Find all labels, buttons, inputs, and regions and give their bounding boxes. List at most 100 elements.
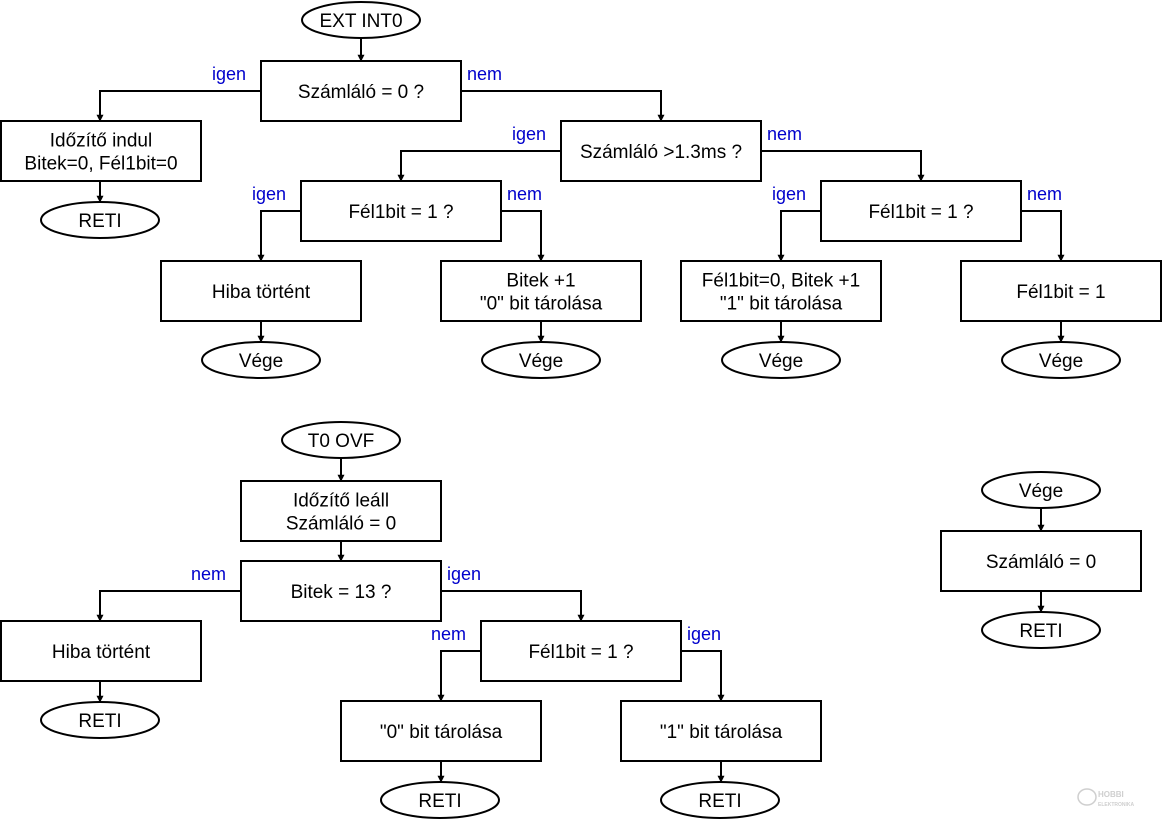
reti-4: RETI [660,781,780,819]
decision-box [820,180,1022,242]
store-one-process-1: Fél1bit=0, Bitek +1"1" bit tárolása [680,260,882,322]
edge-counter-gt-decision-to-halfbit-left-decision: igen [397,124,561,182]
node-label: Vége [239,351,283,372]
node-label: "1" bit tárolása [660,722,783,743]
ext-int0-start: EXT INT0 [301,1,421,39]
process-box [340,700,542,762]
node-label: Időzítő leáll [293,491,389,512]
store-zero-process-1: Bitek +1"0" bit tárolása [440,260,642,322]
node-label: Fél1bit = 1 ? [868,202,973,223]
terminal-ellipse [481,341,601,379]
decision-box [560,120,762,182]
edge-bits-13-decision-to-error-process-2: nem [96,564,241,622]
store-one-process-2: "1" bit tárolása [620,700,822,762]
node-label: Vége [1019,481,1063,502]
node-label: Fél1bit = 1 ? [528,642,633,663]
decision-box [480,620,682,682]
halfbit-left-decision: Fél1bit = 1 ? [300,180,502,242]
edge-halfbit-bottom-decision-to-store-one-process-2: igen [681,624,725,702]
node-label: Vége [519,351,563,372]
connector-arrow [761,150,925,182]
terminal-ellipse [201,341,321,379]
terminal-ellipse [981,611,1101,649]
terminal-ellipse [721,341,841,379]
process-box [160,260,362,322]
node-label: "0" bit tárolása [480,294,603,315]
process-box [0,120,202,182]
vege-start: Vége [981,471,1101,509]
edge-counter-zero-decision-to-counter-gt-decision: nem [461,64,665,122]
process-box [680,260,882,322]
counter-zero-decision: Számláló = 0 ? [260,60,462,122]
node-label: Fél1bit = 1 ? [348,202,453,223]
edge-halfbit-left-decision-to-store-zero-process-1: nem [501,184,545,262]
bits-13-decision: Bitek = 13 ? [240,560,442,622]
reti-2: RETI [40,701,160,739]
node-label: Bitek +1 [506,271,575,292]
error-process-2: Hiba történt [0,620,202,682]
halfbit-right-decision: Fél1bit = 1 ? [820,180,1022,242]
edge-label-igen: igen [512,124,546,144]
edge-label-nem: nem [467,64,502,84]
process-box [960,260,1162,322]
connector-arrow [437,650,481,702]
node-label: "0" bit tárolása [380,722,503,743]
node-label: RETI [78,711,121,732]
edge-label-igen: igen [772,184,806,204]
node-label: EXT INT0 [319,11,402,32]
reti-3: RETI [380,781,500,819]
edge-halfbit-bottom-decision-to-store-zero-process-2: nem [431,624,481,702]
process-box [0,620,202,682]
end-3: Vége [721,341,841,379]
end-2: Vége [481,341,601,379]
edge-label-igen: igen [212,64,246,84]
node-label: Bitek = 13 ? [291,582,392,603]
counter-reset-process: Számláló = 0 [940,530,1142,592]
end-4: Vége [1001,341,1121,379]
node-label: RETI [78,211,121,232]
end-1: Vége [201,341,321,379]
node-label: RETI [698,791,741,812]
terminal-ellipse [40,201,160,239]
node-label: Hiba történt [212,282,311,303]
node-label: Számláló = 0 [986,552,1096,573]
process-box [940,530,1142,592]
edge-halfbit-left-decision-to-error-process-1: igen [252,184,301,262]
process-box [620,700,822,762]
node-label: "1" bit tárolása [720,294,843,315]
decision-box [300,180,502,242]
node-label: Fél1bit = 1 [1016,282,1105,303]
node-label: Fél1bit=0, Bitek +1 [702,271,860,292]
connector-arrow [461,90,665,122]
connector-arrow [96,90,261,122]
process-box [440,260,642,322]
t0-ovf-start: T0 OVF [281,421,401,459]
reti-1: RETI [40,201,160,239]
terminal-ellipse [380,781,500,819]
connector-arrow [397,150,561,182]
edge-halfbit-right-decision-to-store-one-process-1: igen [772,184,821,262]
edge-counter-zero-decision-to-timer-start-process: igen [96,64,261,122]
node-label: Vége [759,351,803,372]
node-label: RETI [1019,621,1062,642]
watermark-logo: HOBBI ELEKTRONIKA [1077,788,1135,808]
terminal-ellipse [660,781,780,819]
node-label: RETI [418,791,461,812]
connector-arrow [501,210,545,262]
edge-label-nem: nem [191,564,226,584]
terminal-ellipse [281,421,401,459]
edge-halfbit-right-decision-to-set-halfbit-process: nem [1021,184,1065,262]
connector-arrow [1021,210,1065,262]
edge-label-igen: igen [447,564,481,584]
edge-counter-gt-decision-to-halfbit-right-decision: nem [761,124,925,182]
connector-arrow [681,650,725,702]
node-label: T0 OVF [308,431,375,452]
connector-arrow [777,210,821,262]
set-halfbit-process: Fél1bit = 1 [960,260,1162,322]
node-label: Időzítő indul [50,131,152,152]
process-box [240,480,442,542]
terminal-ellipse [1001,341,1121,379]
node-label: Számláló = 0 ? [298,82,424,103]
node-label: Számláló = 0 [286,514,396,535]
